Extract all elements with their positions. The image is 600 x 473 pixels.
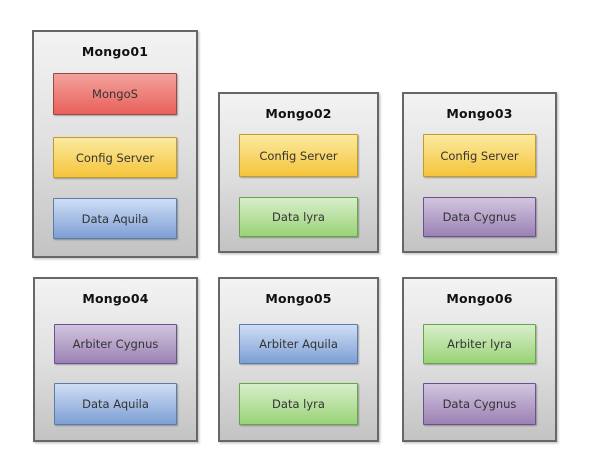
node-title-mongo04: Mongo04 [82, 291, 149, 306]
component-mongo01-mongos: MongoS [53, 73, 177, 115]
component-mongo06-arbiter-lyra: Arbiter lyra [423, 324, 536, 364]
component-mongo05-data-lyra: Data lyra [239, 383, 358, 425]
component-mongo06-data-cygnus: Data Cygnus [423, 383, 536, 425]
node-title-mongo06: Mongo06 [446, 291, 513, 306]
component-label: Arbiter Cygnus [72, 337, 159, 351]
node-mongo06: Mongo06 Arbiter lyra Data Cygnus [402, 277, 557, 442]
node-title-mongo05: Mongo05 [265, 291, 332, 306]
component-label: Arbiter Aquila [259, 337, 338, 351]
component-mongo05-arbiter-aquila: Arbiter Aquila [239, 324, 358, 364]
component-label: Data Cygnus [442, 397, 517, 411]
component-mongo02-data-lyra: Data lyra [239, 197, 358, 237]
component-label: Data Cygnus [442, 210, 517, 224]
component-label: Config Server [440, 148, 519, 163]
node-mongo01: Mongo01 MongoS Config Server Data Aquila [32, 30, 198, 258]
component-label: MongoS [92, 87, 138, 101]
component-mongo02-config-server: Config Server [239, 134, 358, 177]
component-mongo04-arbiter-cygnus: Arbiter Cygnus [54, 324, 177, 364]
component-mongo03-config-server: Config Server [423, 134, 536, 177]
component-label: Data lyra [272, 397, 325, 411]
component-mongo04-data-aquila: Data Aquila [54, 383, 177, 425]
node-title-mongo02: Mongo02 [265, 106, 332, 121]
component-mongo01-config-server: Config Server [53, 137, 177, 178]
node-mongo05: Mongo05 Arbiter Aquila Data lyra [218, 277, 379, 442]
component-label: Data lyra [272, 210, 325, 224]
component-label: Arbiter lyra [447, 337, 512, 351]
component-label: Data Aquila [81, 211, 149, 226]
component-label: Config Server [75, 150, 155, 165]
node-title-mongo01: Mongo01 [81, 44, 149, 59]
component-label: Data Aquila [82, 397, 149, 411]
node-mongo03: Mongo03 Config Server Data Cygnus [402, 92, 557, 253]
node-title-mongo03: Mongo03 [446, 106, 513, 121]
component-label: Config Server [259, 148, 338, 163]
component-mongo03-data-cygnus: Data Cygnus [423, 197, 536, 237]
component-mongo01-data-aquila: Data Aquila [53, 198, 177, 239]
node-mongo02: Mongo02 Config Server Data lyra [218, 92, 379, 253]
node-mongo04: Mongo04 Arbiter Cygnus Data Aquila [33, 277, 198, 442]
